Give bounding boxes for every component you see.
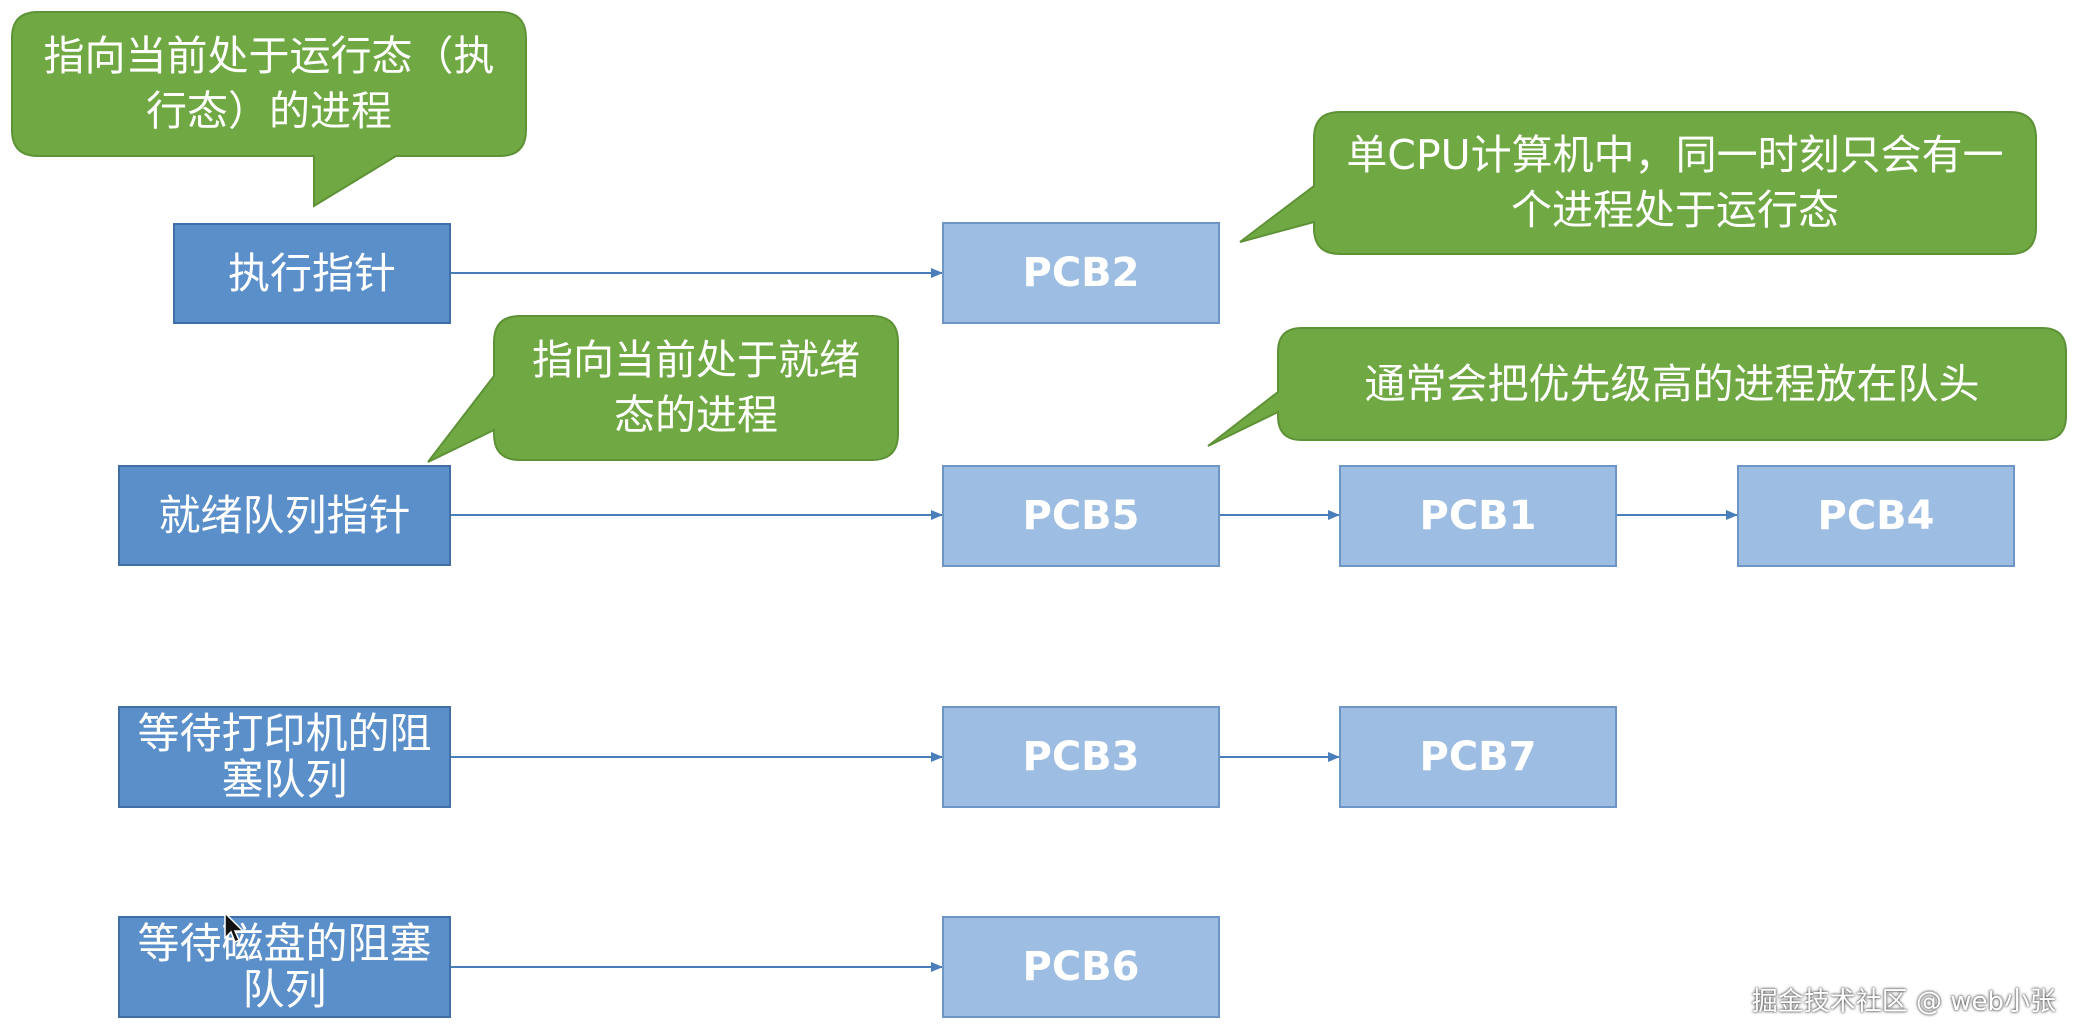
- watermark-text: 掘金技术社区 @ web小张: [1751, 987, 2056, 1017]
- ready-queue-pointer-box: 就绪队列指针: [118, 465, 451, 566]
- pcb7-box: PCB7: [1339, 706, 1617, 808]
- callout-priority-shape: [1207, 327, 2067, 447]
- printer-blocked-queue-label: 等待打印机的阻塞队列: [137, 709, 432, 804]
- pcb1-box: PCB1: [1339, 465, 1617, 567]
- pcb6-box: PCB6: [942, 916, 1220, 1018]
- callout-priority-text: 通常会把优先级高的进程放在队头: [1364, 359, 1980, 408]
- callout-exec-shape: [11, 11, 527, 208]
- exec-pointer-label: 执行指针: [227, 248, 396, 298]
- pcb3-box: PCB3: [942, 706, 1220, 808]
- pcb2-box: PCB2: [942, 222, 1220, 324]
- ready-queue-pointer-label: 就绪队列指针: [158, 490, 411, 540]
- disk-blocked-queue-box: 等待磁盘的阻塞队列: [118, 916, 451, 1018]
- pcb4-box: PCB4: [1737, 465, 2015, 567]
- callout-exec-text: 指向当前处于运行态（执行态）的进程: [43, 32, 495, 135]
- mouse-cursor-icon: [224, 912, 245, 944]
- callout-ready-shape: [427, 315, 899, 463]
- callout-ready-text: 指向当前处于就绪态的进程: [532, 336, 860, 439]
- printer-blocked-queue-box: 等待打印机的阻塞队列: [118, 706, 451, 808]
- callout-single-cpu-text: 单CPU计算机中，同一时刻只会有一个进程处于运行态: [1346, 131, 2004, 234]
- exec-pointer-box: 执行指针: [173, 223, 451, 324]
- pcb5-box: PCB5: [942, 465, 1220, 567]
- callout-single-cpu-shape: [1239, 111, 2037, 255]
- disk-blocked-queue-label: 等待磁盘的阻塞队列: [137, 919, 432, 1014]
